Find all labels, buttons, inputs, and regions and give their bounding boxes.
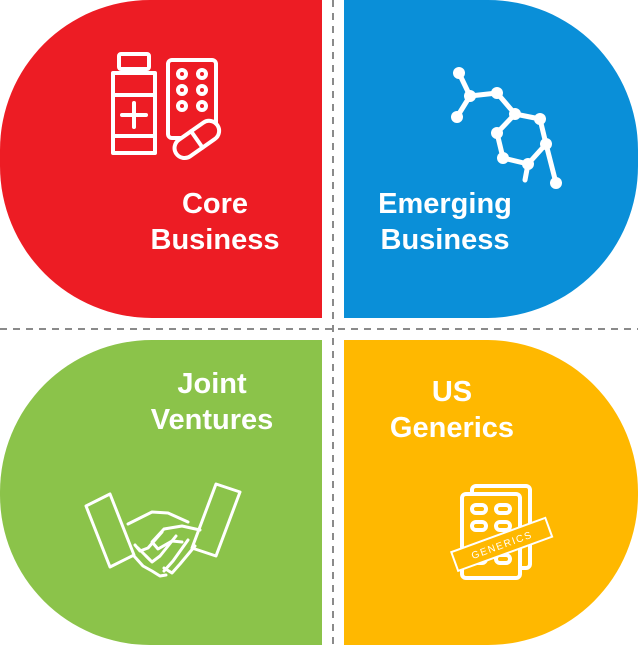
us-generics-line2: Generics — [389, 412, 515, 444]
us-generics-label: US Generics — [352, 374, 552, 446]
core-business-petal — [0, 0, 322, 318]
core-business-line2: Business — [150, 224, 280, 256]
emerging-business-line1: Emerging — [378, 188, 512, 220]
emerging-business-line2: Business — [380, 224, 510, 256]
medicine-bottle-and-pills-icon — [111, 52, 222, 161]
joint-ventures-petal — [0, 340, 322, 645]
joint-ventures-label: Joint Ventures — [112, 366, 312, 438]
core-business-line1: Core — [181, 188, 249, 220]
core-business-label: Core Business — [110, 186, 320, 258]
emerging-business-petal — [344, 0, 638, 318]
molecule-icon — [451, 67, 562, 189]
us-generics-line1: US — [431, 376, 473, 408]
joint-ventures-line2: Ventures — [150, 404, 274, 436]
generics-pill-pack-icon: GENERICS — [450, 484, 554, 580]
joint-ventures-line1: Joint — [177, 368, 247, 400]
handshake-icon — [84, 482, 242, 578]
emerging-business-label: Emerging Business — [340, 186, 550, 258]
